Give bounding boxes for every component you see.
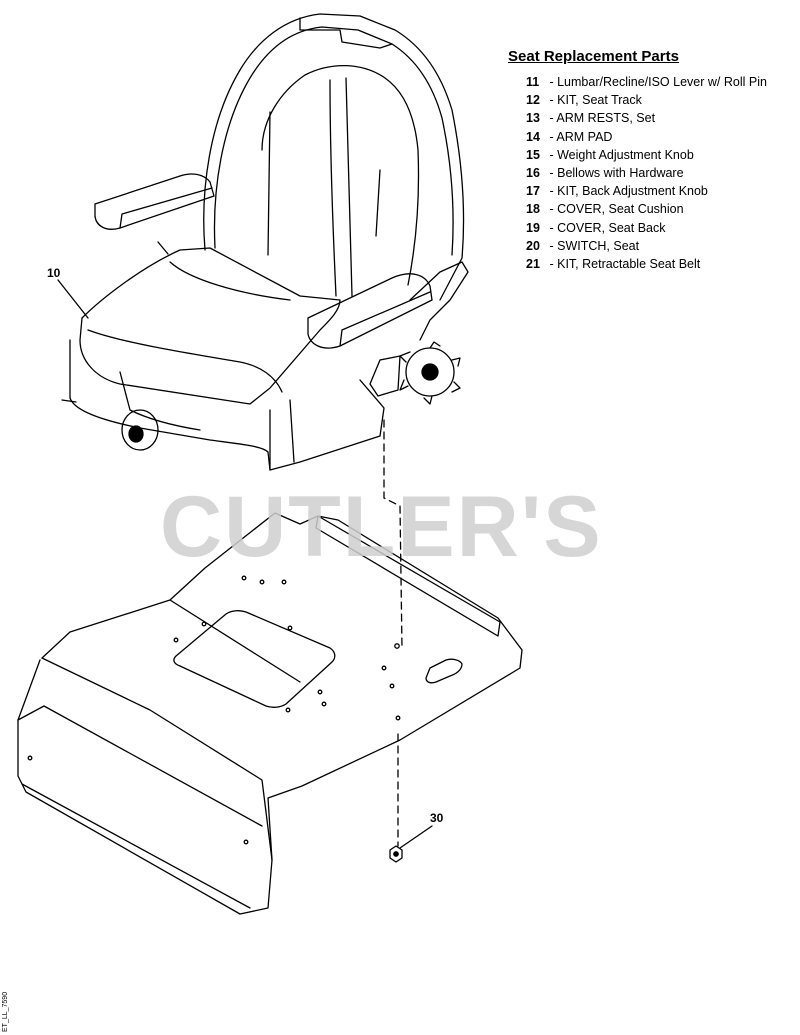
weight-adjustment-knob xyxy=(121,409,159,451)
legend-item: 17 - KIT, Back Adjustment Knob xyxy=(526,182,798,200)
seat-backrest xyxy=(203,13,465,301)
part-description: KIT, Seat Track xyxy=(557,93,642,108)
callout-leader-seat xyxy=(57,279,89,319)
part-number: 18 xyxy=(526,202,540,217)
part-description: ARM RESTS, Set xyxy=(556,111,656,126)
back-adjustment-knob xyxy=(399,341,461,405)
legend-item: 15 - Weight Adjustment Knob xyxy=(526,146,798,164)
part-description: Bellows with Hardware xyxy=(557,166,684,181)
part-number: 16 xyxy=(526,166,540,181)
fastener-axis-line xyxy=(383,419,403,649)
callout-nut-number: 30 xyxy=(430,811,444,825)
part-description: COVER, Seat Back xyxy=(557,220,666,235)
part-description: Lumbar/Recline/ISO Lever w/ Roll Pin xyxy=(557,75,767,89)
seat-mounting-plate xyxy=(17,512,523,915)
left-armrest xyxy=(94,173,215,230)
part-number: 19 xyxy=(526,220,540,235)
part-number: 14 xyxy=(526,129,540,144)
cutlers-watermark: CUTLER'S xyxy=(160,479,603,575)
part-number: 20 xyxy=(526,238,540,253)
parts-legend: Seat Replacement Parts 11 - Lumbar/Recli… xyxy=(508,48,798,273)
legend-item: 18 - COVER, Seat Cushion xyxy=(526,200,798,218)
callout-seat-number: 10 xyxy=(47,266,61,280)
legend-list: 11 - Lumbar/Recline/ISO Lever w/ Roll Pi… xyxy=(508,73,798,273)
part-description: SWITCH, Seat xyxy=(557,238,640,253)
seat-assembly xyxy=(61,13,469,471)
part-description: COVER, Seat Cushion xyxy=(557,202,684,217)
seat-cushion xyxy=(79,247,341,405)
legend-item: 14 - ARM PAD xyxy=(526,128,798,146)
part-description: Weight Adjustment Knob xyxy=(557,147,694,162)
part-number: 13 xyxy=(526,111,540,126)
legend-item: 16 - Bellows with Hardware xyxy=(526,164,798,182)
plate-opening xyxy=(173,610,336,708)
plate-slot xyxy=(425,658,463,684)
drawing-code: ET_LL_7590 xyxy=(2,991,9,1032)
seat-base xyxy=(69,339,385,471)
right-armrest xyxy=(307,273,433,349)
callout-leader-nut xyxy=(399,825,433,849)
legend-title: Seat Replacement Parts xyxy=(508,48,679,65)
legend-item: 20 - SWITCH, Seat xyxy=(526,237,798,255)
legend-item: 19 - COVER, Seat Back xyxy=(526,219,798,237)
part-number: 12 xyxy=(526,93,540,108)
part-description: KIT, Retractable Seat Belt xyxy=(557,257,701,272)
part-number: 11 xyxy=(526,75,540,89)
part-number: 17 xyxy=(526,184,540,199)
legend-item: 12 - KIT, Seat Track xyxy=(526,91,798,109)
part-description: KIT, Back Adjustment Knob xyxy=(557,184,708,199)
legend-item: 11 - Lumbar/Recline/ISO Lever w/ Roll Pi… xyxy=(526,73,798,91)
part-number: 15 xyxy=(526,147,540,162)
legend-item: 13 - ARM RESTS, Set xyxy=(526,109,798,127)
part-description: ARM PAD xyxy=(556,129,613,144)
hex-nut xyxy=(389,845,403,863)
part-number: 21 xyxy=(526,257,540,272)
legend-item: 21 - KIT, Retractable Seat Belt xyxy=(526,255,798,273)
